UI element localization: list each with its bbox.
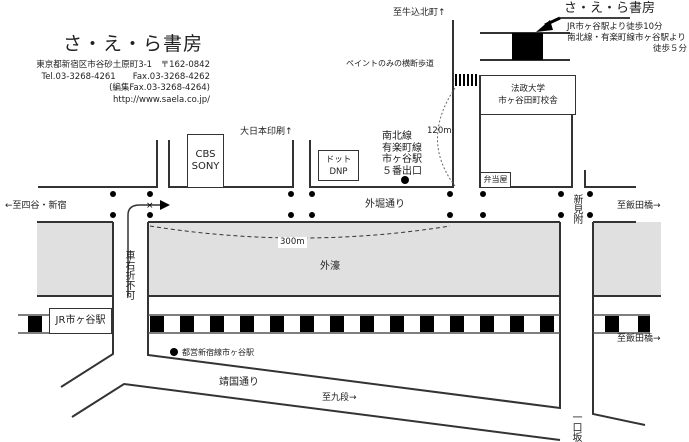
access-subway: 南北線・有楽町線市ヶ谷駅より (567, 33, 686, 43)
rail-tie (210, 316, 224, 332)
label-crosswalk: ペイントのみの横断歩道 (346, 59, 434, 68)
label-ushigome: 至牛込北町↑ (393, 8, 446, 18)
access-jr: JR市ヶ谷駅より徒歩10分 (567, 22, 663, 32)
rail-tie (180, 316, 194, 332)
signal-dot (288, 191, 294, 197)
signal-dot (309, 212, 315, 218)
signal-dot (147, 191, 153, 197)
subway-exit-dot (401, 176, 409, 184)
signal-dot (587, 191, 593, 197)
signal-dot (110, 191, 116, 197)
rail-tie (540, 316, 554, 332)
block-left (38, 140, 158, 188)
rail-tie (638, 316, 650, 332)
exit-line-2: 有楽町線 (382, 142, 422, 154)
dnp-label-1: ドット (325, 154, 352, 165)
no-turn-mark: × (146, 201, 154, 211)
signal-dot (288, 212, 294, 218)
turn-arrow (127, 204, 162, 296)
label-kudan: 至九段→ (322, 393, 357, 403)
label-moat: 外濠 (320, 261, 340, 272)
label-300m: 300m (278, 237, 307, 248)
label-no-right-turn: 車右折不可 (123, 250, 134, 300)
signal-dot (309, 191, 315, 197)
label-iidabashi-1: 至飯田橋→ (617, 201, 661, 211)
rail-tie (390, 316, 404, 332)
rail-tie (240, 316, 254, 332)
website-url[interactable]: http://www.saela.co.jp/ (112, 94, 210, 105)
hosei-campus: 市ヶ谷田町校舎 (498, 96, 558, 106)
railway (18, 314, 650, 334)
block-hosei (479, 75, 573, 188)
rail-tie (270, 316, 284, 332)
bento-shop: 弁当屋 (480, 172, 511, 188)
sony-label: SONY (191, 161, 220, 172)
rail-tie (150, 316, 164, 332)
cbs-label: CBS (195, 149, 216, 160)
callout-name: さ・え・ら書房 (564, 1, 656, 16)
editorial-fax: (編集Fax.03-3268-4264) (109, 83, 210, 93)
exit-line-3: 市ヶ谷駅 (382, 154, 422, 165)
tel: Tel.03-3268-4261 (41, 71, 116, 82)
rail-tie (360, 316, 374, 332)
rail-tie (480, 316, 494, 332)
distance-120-line (437, 87, 456, 187)
hosei-name: 法政大学 (510, 84, 545, 94)
signal-dot (558, 212, 564, 218)
signal-dot (147, 212, 153, 218)
signal-dot (447, 212, 453, 218)
phone-fax: Tel.03-3268-4261 Fax.03-3268-4262 (36, 72, 210, 84)
signal-dot (480, 212, 486, 218)
signal-dot (558, 191, 564, 197)
subway-exit-label: 南北線 有楽町線 市ヶ谷駅 ５番出口 (382, 131, 422, 177)
signal-dot (447, 191, 453, 197)
label-dainippon: 大日本印刷↑ (240, 127, 293, 137)
signal-dot (110, 212, 116, 218)
dnp-label-2: DNP (329, 166, 348, 177)
label-yotsuya: ←至四谷・新宿 (5, 201, 67, 211)
block-right (584, 170, 636, 188)
toei-station-dot (170, 348, 178, 356)
signal-dot (587, 212, 593, 218)
rail-tie (420, 316, 434, 332)
label-yasukuni-dori: 靖国通り (219, 377, 259, 388)
label-iidabashi-2: 至飯田橋→ (617, 334, 661, 344)
road-edge (60, 222, 114, 388)
block-cbs (168, 140, 294, 188)
rail-tie (300, 316, 314, 332)
moat-right (593, 222, 661, 296)
company-title: さ・え・ら書房 (63, 33, 204, 55)
moat-left (37, 222, 113, 296)
rail-tie (330, 316, 344, 332)
callout-arrow (536, 20, 553, 32)
rail-tie (28, 316, 42, 332)
block-dnp (309, 20, 454, 188)
saela-building (512, 33, 543, 60)
moat-main (148, 222, 560, 296)
rail-tie (510, 316, 524, 332)
label-shinmitsuke: 新見附 (571, 194, 582, 224)
address-block: 東京都新宿区市谷砂土原町3-1 〒162-0842 Tel.03-3268-42… (36, 60, 210, 106)
access-subway-time: 徒歩５分 (653, 44, 688, 54)
label-hitokuchizaka: 一口坂 (570, 412, 581, 442)
hosei-university: 法政大学市ヶ谷田町校舎 (480, 75, 576, 115)
label-toei-station: 都営新宿線市ヶ谷駅 (182, 348, 254, 357)
crosswalk-stripes (455, 74, 477, 86)
address: 東京都新宿区市谷砂土原町3-1 〒162-0842 (36, 60, 210, 70)
signal-dot (480, 191, 486, 197)
rail-tie (450, 316, 464, 332)
rail-tie (605, 316, 619, 332)
fax: Fax.03-3268-4262 (132, 71, 210, 82)
jr-ichigaya-station: JR市ヶ谷駅 (49, 308, 112, 334)
label-120m: 120m (427, 126, 452, 136)
label-sotobori-dori: 外堀通り (365, 199, 405, 210)
exit-line-1: 南北線 (382, 131, 412, 142)
exit-line-4: ５番出口 (382, 165, 422, 177)
